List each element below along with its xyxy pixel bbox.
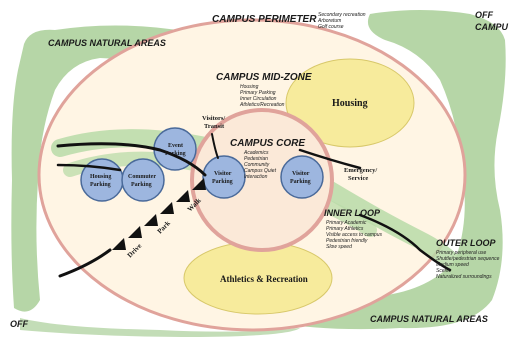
visitors-transit-line2: Transit	[204, 123, 225, 130]
natural-areas-top-label: CAMPUS NATURAL AREAS	[48, 38, 166, 48]
inner-loop-note-5: Slow speed	[326, 244, 352, 250]
mid-zone-label: CAMPUS MID-ZONE	[216, 72, 312, 83]
emergency-service-line2: Service	[348, 175, 368, 182]
inner-loop-note-4: Pedestrian friendly	[326, 238, 368, 244]
inner-loop-note-3: Visible access to campus	[326, 232, 383, 238]
outer-loop-note-3: Medium speed	[436, 262, 469, 268]
parking-nodes	[80, 127, 324, 202]
campus-perimeter-label: CAMPUS PERIMETER	[212, 14, 317, 25]
core-note-3: Community	[244, 162, 270, 168]
off-campus-label-line1: OFF	[475, 10, 493, 20]
core-note-1: Academics	[243, 150, 269, 156]
core-note-4: Campus Quiet	[244, 168, 277, 174]
visitor-parking-right-line1: Visitor	[292, 171, 310, 177]
housing-parking-line2: Parking	[90, 182, 111, 188]
visitor-parking-right-circle	[280, 155, 324, 199]
mid-zone-note-2: Primary Parking	[240, 90, 276, 96]
housing-label: Housing	[332, 98, 368, 109]
off-campus-bottom-label: OFF	[10, 319, 28, 329]
core-note-2: Pedestrian	[244, 156, 268, 162]
perimeter-note-1: Secondary recreation	[318, 12, 366, 18]
inner-loop-note-1: Primary Academic	[326, 220, 367, 226]
emergency-service-line1: Emergency/	[344, 167, 377, 174]
natural-areas-bottom-label: CAMPUS NATURAL AREAS	[370, 314, 488, 324]
visitors-transit-line1: Visitors/	[202, 115, 225, 122]
commuter-parking-line1: Commuter	[128, 174, 156, 180]
access-arrows	[56, 133, 452, 278]
visitor-parking-left-line2: Parking	[212, 179, 233, 185]
housing-parking-line1: Housing	[90, 174, 111, 180]
perimeter-note-2: Arboretum	[317, 18, 341, 24]
commuter-parking-line2: Parking	[131, 182, 152, 188]
mid-zone-note-1: Housing	[240, 84, 259, 90]
outer-loop-note-1: Primary peripheral use	[436, 250, 487, 256]
housing-zone	[285, 58, 415, 148]
commuter-parking-circle	[121, 158, 165, 202]
campus-core-label: CAMPUS CORE	[230, 138, 305, 149]
off-campus-label-line2: CAMPU	[475, 22, 508, 32]
drive-park-walk-arrows	[112, 178, 206, 250]
visitor-parking-left-circle	[202, 155, 246, 199]
core-note-5: Interaction	[244, 174, 268, 180]
mid-zone-note-3: Inner Circulation	[240, 96, 277, 102]
perimeter-note-3: Golf course	[318, 24, 344, 30]
outer-loop-note-5: Naturalized surroundings	[436, 274, 492, 280]
outer-loop-label: OUTER LOOP	[436, 238, 496, 248]
visitor-parking-right-line2: Parking	[290, 179, 311, 185]
athletics-recreation-label: Athletics & Recreation	[220, 274, 308, 284]
visitor-parking-left-line1: Visitor	[214, 171, 232, 177]
inner-loop-note-2: Primary Athletics	[326, 226, 364, 232]
outer-loop-note-4: Scenic	[436, 268, 452, 274]
outer-loop-note-2: Shuttle/pedestrian sequence	[436, 256, 500, 262]
campus-core-ring	[190, 108, 334, 252]
inner-loop-label: INNER LOOP	[324, 208, 381, 218]
mid-zone-note-4: Athletics/Recreation	[239, 102, 285, 108]
event-parking-line2: Parking	[165, 151, 186, 157]
event-parking-line1: Event	[168, 143, 183, 149]
